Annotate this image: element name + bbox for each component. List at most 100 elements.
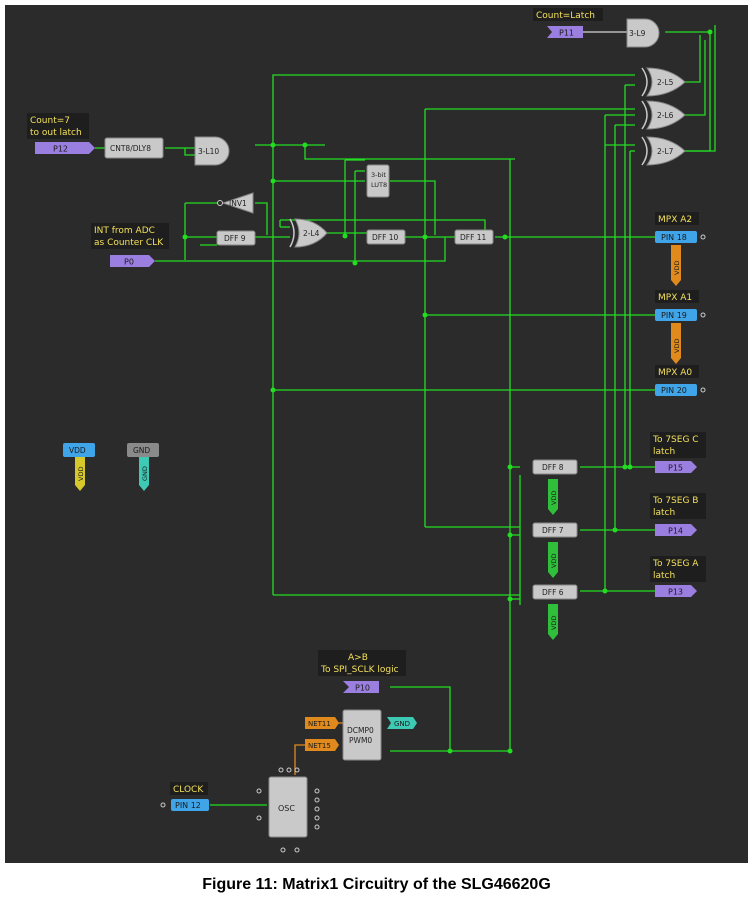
pins: PIN 18 PIN 19 PIN 20 PIN 12 xyxy=(160,231,706,811)
osc-pin xyxy=(286,767,292,773)
wire-inv-out xyxy=(255,202,268,235)
port-p12[interactable]: P12 xyxy=(35,142,95,154)
l5-label: 2-L5 xyxy=(657,78,674,87)
dff6-label: DFF 6 xyxy=(542,588,564,597)
l9-gate[interactable]: 3-L9 xyxy=(626,18,660,48)
l10-gate[interactable]: 3-L10 xyxy=(194,136,230,166)
figure-caption: Figure 11: Matrix1 Circuitry of the SLG4… xyxy=(202,876,551,893)
label-bg xyxy=(91,223,169,249)
mpx-a2-label: MPX A2 xyxy=(658,215,692,225)
port-p0-label: P0 xyxy=(124,258,134,267)
vdd-tag-pin18: VDD xyxy=(671,245,681,286)
dff8-label: DFF 8 xyxy=(542,463,564,472)
count7-label-2: to out latch xyxy=(30,128,82,138)
cnt8-label: CNT8/DLY8 xyxy=(110,144,151,153)
supplies: VDD VDD GND GND VDD VDD VDD VDD xyxy=(63,245,681,751)
dcmp0-block[interactable]: DCMP0 PWM0 xyxy=(342,709,382,761)
seg-b-label-1: To 7SEG B xyxy=(652,496,698,506)
port-p13[interactable]: P13 xyxy=(655,585,697,597)
osc-pin xyxy=(314,806,320,812)
seg-a-label-1: To 7SEG A xyxy=(652,559,699,569)
osc-pin xyxy=(314,815,320,821)
pin-18-label: PIN 18 xyxy=(661,233,687,242)
count7-label-1: Count=7 xyxy=(30,116,70,126)
dff6-block[interactable]: DFF 6 xyxy=(532,584,578,600)
dff10-label: DFF 10 xyxy=(372,233,399,242)
osc-block[interactable]: OSC xyxy=(268,776,308,838)
wire-p0-clk xyxy=(155,237,446,262)
l10-label: 3-L10 xyxy=(198,147,219,156)
int-adc-label-1: INT from ADC xyxy=(94,226,155,236)
seg-b-label-2: latch xyxy=(653,508,675,518)
l6-gate[interactable]: 2-L6 xyxy=(641,100,686,130)
osc-pin xyxy=(280,847,286,853)
seg-a-label-2: latch xyxy=(653,571,675,581)
ab-label-1: A>B xyxy=(348,653,368,663)
pin-20-label: PIN 20 xyxy=(661,386,687,395)
junction xyxy=(352,260,358,266)
inv1-gate[interactable]: INV1 xyxy=(217,192,254,214)
gnd-tag-label: GND xyxy=(141,466,149,481)
l6-label: 2-L6 xyxy=(657,111,674,120)
junction xyxy=(627,464,633,470)
dff11-block[interactable]: DFF 11 xyxy=(454,229,494,245)
dff7-label: DFF 7 xyxy=(542,526,564,535)
pin-20[interactable]: PIN 20 xyxy=(655,384,697,396)
vdd-tag-dff7-label: VDD xyxy=(550,554,558,568)
junction xyxy=(612,527,618,533)
port-p15[interactable]: P15 xyxy=(655,461,697,473)
inv1-label: INV1 xyxy=(229,199,247,208)
l7-gate[interactable]: 2-L7 xyxy=(641,136,686,166)
ports: P11 P12 P0 P15 P14 P13 P10 xyxy=(35,26,697,693)
dff8-block[interactable]: DFF 8 xyxy=(532,459,578,475)
pin-12[interactable]: PIN 12 xyxy=(171,799,209,811)
junction xyxy=(602,588,608,594)
osc-pin xyxy=(314,824,320,830)
junction xyxy=(182,234,188,240)
wire-l5-out xyxy=(685,35,701,83)
net15-tag: NET15 xyxy=(305,739,339,751)
dff7-block[interactable]: DFF 7 xyxy=(532,522,578,538)
port-p0[interactable]: P0 xyxy=(110,255,155,267)
junction xyxy=(270,142,276,148)
junction xyxy=(507,532,513,538)
port-p11[interactable]: P11 xyxy=(547,26,583,38)
pin-19[interactable]: PIN 19 xyxy=(655,309,697,321)
dff10-block[interactable]: DFF 10 xyxy=(366,229,406,245)
label-bg xyxy=(655,365,699,378)
l5-gate[interactable]: 2-L5 xyxy=(641,67,686,97)
label-bg xyxy=(650,432,706,458)
dcmp-label-1: DCMP0 xyxy=(347,726,374,735)
mpx-a0-label: MPX A0 xyxy=(658,368,692,378)
wire-l9-loop xyxy=(665,31,711,152)
l9-label: 3-L9 xyxy=(629,29,646,38)
clock-label: CLOCK xyxy=(173,785,204,795)
net11-label: NET11 xyxy=(308,720,331,728)
net15-label: NET15 xyxy=(308,742,331,750)
junction xyxy=(342,233,348,239)
pin-18-node xyxy=(700,234,706,240)
lut8-block[interactable]: 3-bit LUT8 xyxy=(366,164,390,198)
dff9-block[interactable]: DFF 9 xyxy=(216,230,256,246)
junction xyxy=(270,387,276,393)
port-p11-label: P11 xyxy=(559,29,574,38)
l7-label: 2-L7 xyxy=(657,147,674,156)
port-p10[interactable]: P10 xyxy=(343,681,379,693)
wire-group xyxy=(95,25,716,806)
pin-20-node xyxy=(700,387,706,393)
cnt8-block[interactable]: CNT8/DLY8 xyxy=(104,137,164,159)
label-bg xyxy=(650,493,706,519)
seg-c-label-2: latch xyxy=(653,447,675,457)
osc-pin xyxy=(294,847,300,853)
port-p14-label: P14 xyxy=(668,527,683,536)
seg-c-label-1: To 7SEG C xyxy=(652,435,699,445)
osc-pins xyxy=(256,767,320,853)
junction xyxy=(422,312,428,318)
wire-cnt-l10b xyxy=(184,148,195,156)
vdd-tag-dff8: VDD xyxy=(548,479,558,515)
label-bg xyxy=(170,782,208,795)
port-p14[interactable]: P14 xyxy=(655,524,697,536)
l4-gate[interactable]: 2-L4 xyxy=(289,218,328,248)
junction xyxy=(447,748,453,754)
pin-18[interactable]: PIN 18 xyxy=(655,231,697,243)
